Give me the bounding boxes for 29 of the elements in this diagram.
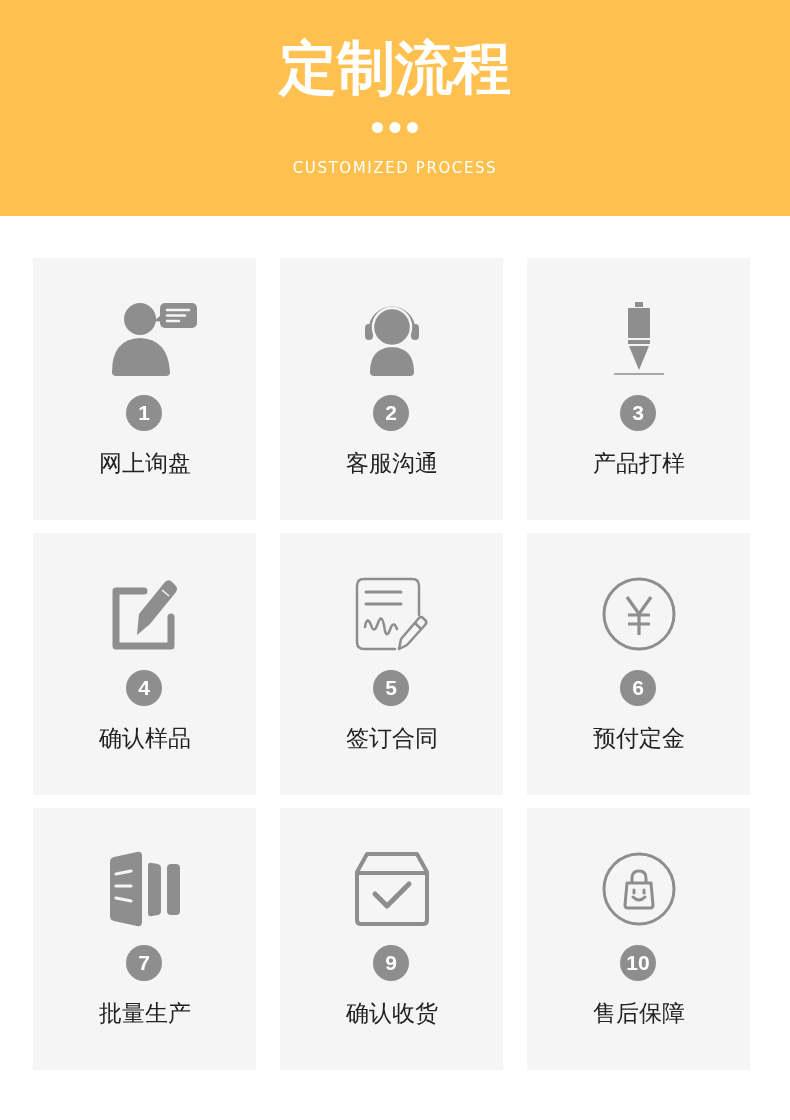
step-label: 预付定金: [591, 724, 686, 753]
step-card: [527, 533, 750, 795]
step-label: 网上询盘: [97, 449, 192, 478]
step-label: 产品打样: [591, 449, 686, 478]
step-card: [527, 808, 750, 1070]
step-number-badge: 1: [126, 395, 162, 431]
step-number-badge: 9: [373, 945, 409, 981]
step-label: 客服沟通: [344, 449, 439, 478]
page-title: 定制流程: [277, 33, 512, 104]
step-label: 确认收货: [344, 999, 439, 1028]
step-card: [280, 258, 503, 520]
step-card: [527, 258, 750, 520]
step-number-badge: 10: [620, 945, 656, 981]
step-card: [33, 258, 256, 520]
subtitle: CUSTOMIZED PROCESS: [292, 158, 498, 178]
step-label: 售后保障: [591, 999, 686, 1028]
step-number-badge: 3: [620, 395, 656, 431]
step-number-badge: 5: [373, 670, 409, 706]
step-card: [33, 808, 256, 1070]
step-card: [280, 533, 503, 795]
step-card: [33, 533, 256, 795]
step-card: [280, 808, 503, 1070]
step-number-badge: 2: [373, 395, 409, 431]
step-label: 签订合同: [344, 724, 439, 753]
step-number-badge: 4: [126, 670, 162, 706]
step-label: 批量生产: [97, 999, 192, 1028]
step-number-badge: 6: [620, 670, 656, 706]
step-label: 确认样品: [97, 724, 192, 753]
step-number-badge: 7: [126, 945, 162, 981]
